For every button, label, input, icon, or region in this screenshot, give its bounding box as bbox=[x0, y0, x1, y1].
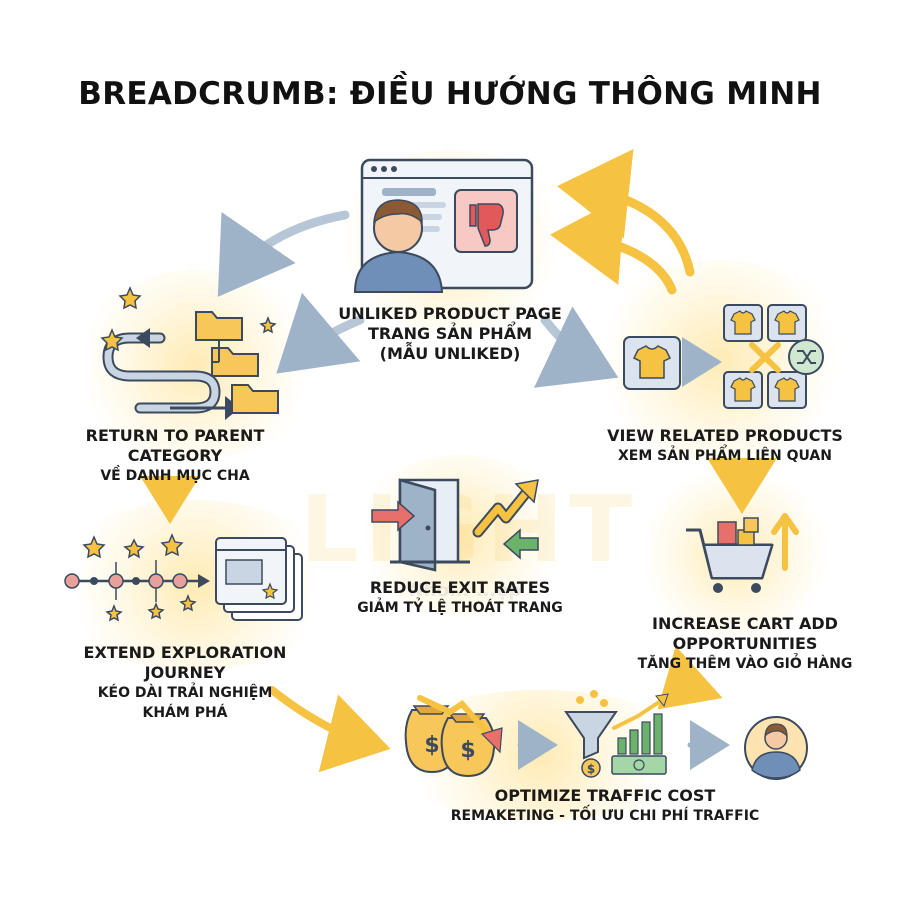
funnel-icon: $ bbox=[564, 690, 618, 778]
cart-en1: INCREASE CART ADD bbox=[652, 614, 838, 633]
svg-text:$: $ bbox=[587, 762, 595, 776]
related-vi: XEM SẢN PHẨM LIÊN QUAN bbox=[618, 448, 832, 464]
bar-chart-icon bbox=[612, 693, 669, 755]
unliked-vi2: (MẪU UNLIKED) bbox=[379, 344, 521, 363]
explore-vi2: KHÁM PHÁ bbox=[142, 705, 228, 721]
exit-vi: GIẢM TỶ LỆ THOÁT TRANG bbox=[357, 600, 563, 616]
person-icon bbox=[353, 199, 444, 293]
svg-text:$: $ bbox=[460, 738, 475, 763]
flow-arrows bbox=[140, 149, 777, 773]
exit-en: REDUCE EXIT RATES bbox=[369, 578, 551, 597]
unliked-en: UNLIKED PRODUCT PAGE bbox=[338, 304, 562, 323]
arrow-unliked-to-related bbox=[533, 306, 619, 388]
related-en: VIEW RELATED PRODUCTS bbox=[607, 426, 843, 445]
arrow-related-to-unliked-2 bbox=[550, 195, 677, 295]
star-icon bbox=[82, 533, 197, 622]
page-title: BREADCRUMB: ĐIỀU HƯỚNG THÔNG MINH bbox=[78, 76, 822, 112]
node-parent-label: RETURN TO PARENT CATEGORY VỀ DANH MỤC CH… bbox=[60, 426, 290, 486]
node-cart-label: INCREASE CART ADD OPPORTUNITIES TĂNG THÊ… bbox=[615, 614, 875, 674]
star-icon bbox=[100, 286, 277, 352]
parent-vi: VỀ DANH MỤC CHA bbox=[100, 468, 250, 484]
up-arrow-icon bbox=[771, 513, 799, 571]
node-explore-label: EXTEND EXPLORATION JOURNEY KÉO DÀI TRẢI … bbox=[60, 643, 310, 723]
arrow-related-to-unliked-1 bbox=[557, 149, 695, 277]
parent-en1: RETURN TO PARENT bbox=[85, 426, 265, 445]
traffic-en: OPTIMIZE TRAFFIC COST bbox=[494, 786, 716, 805]
folder-icon bbox=[195, 311, 279, 414]
arrow-to-parent-top bbox=[217, 210, 350, 297]
explore-vi1: KÉO DÀI TRẢI NGHIỆM bbox=[97, 685, 273, 701]
window-stack-icon bbox=[215, 537, 303, 621]
watermark-tagline: Nhơ... ...ệp bbox=[408, 580, 522, 601]
cart-vi: TĂNG THÊM VÀO GIỎ HÀNG bbox=[637, 656, 853, 672]
parent-en2: CATEGORY bbox=[127, 446, 223, 465]
money-bag-icon: $ $ bbox=[404, 695, 503, 778]
timeline-icon bbox=[64, 560, 210, 602]
shuffle-icon bbox=[788, 339, 824, 375]
explore-en2: JOURNEY bbox=[144, 663, 226, 682]
node-traffic-label: OPTIMIZE TRAFFIC COST REMAKETING - TỐI Ư… bbox=[420, 786, 790, 826]
thumbs-down-icon bbox=[454, 189, 518, 253]
node-exit-label: REDUCE EXIT RATES GIẢM TỶ LỆ THOÁT TRANG bbox=[350, 578, 570, 618]
traffic-vi: REMAKETING - TỐI ƯU CHI PHÍ TRAFFIC bbox=[450, 808, 760, 824]
shopping-cart-icon bbox=[686, 517, 774, 593]
cart-en2: OPPORTUNITIES bbox=[672, 634, 818, 653]
arrow-unliked-to-parent bbox=[276, 292, 365, 374]
trend-up-arrow-icon bbox=[472, 479, 539, 538]
door-icon bbox=[371, 478, 539, 572]
arrow-explore-to-traffic bbox=[268, 686, 391, 773]
node-unliked-label: UNLIKED PRODUCT PAGE TRANG SẢN PHẨM (MẪU… bbox=[330, 304, 570, 364]
explore-en1: EXTEND EXPLORATION bbox=[83, 643, 287, 662]
user-avatar-icon bbox=[744, 716, 808, 780]
node-related-label: VIEW RELATED PRODUCTS XEM SẢN PHẨM LIÊN … bbox=[590, 426, 860, 466]
cash-icon bbox=[611, 755, 667, 775]
arrow-cart-to-traffic bbox=[657, 645, 723, 710]
svg-text:$: $ bbox=[424, 733, 439, 758]
unliked-vi1: TRANG SẢN PHẨM bbox=[368, 324, 532, 343]
tshirt-icon bbox=[623, 304, 807, 409]
